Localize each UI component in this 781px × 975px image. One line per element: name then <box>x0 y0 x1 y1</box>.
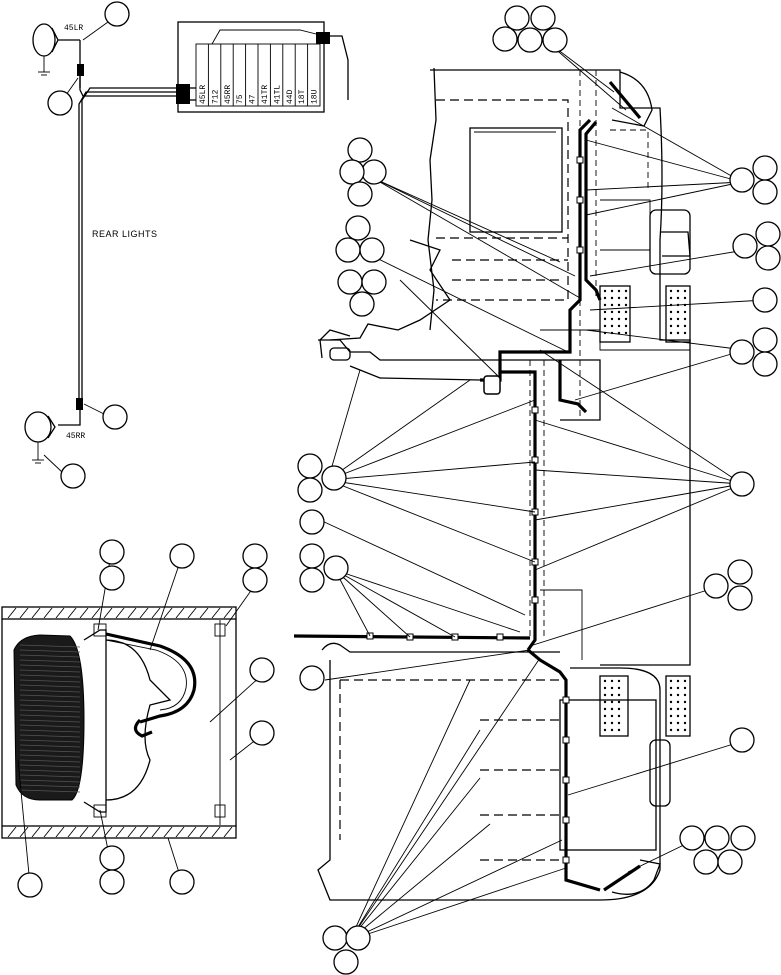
callout-bubble <box>730 825 756 851</box>
callout-bubble <box>729 167 755 193</box>
connector-pin-label: 41TL <box>273 85 282 104</box>
wire-label-45lr: 45LR <box>64 24 83 33</box>
callout-bubble <box>752 287 778 313</box>
callout-bubble <box>359 237 385 263</box>
callout-bubble <box>530 5 556 31</box>
callout-bubble <box>337 269 363 295</box>
callout-bubble <box>297 477 323 503</box>
callout-bubble <box>752 155 778 181</box>
callout-bubble <box>517 27 543 53</box>
connector-pin-label: 18T <box>298 89 307 104</box>
callout-bubble <box>99 869 125 895</box>
callout-bubble <box>99 845 125 871</box>
rear-lights-schematic: 45LR REAR LIGHTS 45RR 4 <box>24 21 349 473</box>
callout-bubble <box>349 291 375 317</box>
connector-pin-label: 41TR <box>261 85 270 104</box>
connector-pin-label: 47 <box>249 94 258 104</box>
callout-bubble <box>752 179 778 205</box>
callout-bubble <box>717 849 743 875</box>
callout-bubble <box>104 1 130 27</box>
callout-bubble <box>703 573 729 599</box>
vehicle-chassis-view <box>293 67 691 901</box>
callout-bubble <box>322 925 348 951</box>
callout-bubble <box>249 720 275 746</box>
callout-bubble <box>755 245 781 271</box>
callout-bubble <box>679 825 705 851</box>
callout-bubble <box>704 825 730 851</box>
callout-leader-lines <box>17 39 766 941</box>
callout-bubble <box>729 339 755 365</box>
callout-bubble <box>504 5 530 31</box>
callout-bubble <box>361 269 387 295</box>
callout-bubble <box>727 559 753 585</box>
callout-bubble <box>693 849 719 875</box>
connector-pin-label: 75 <box>236 94 245 104</box>
connector-pin-label: 18U <box>311 89 320 104</box>
callout-bubble <box>299 567 325 593</box>
connector-pin-label: 45RR <box>224 85 233 104</box>
lamp-connector-lower <box>76 398 83 410</box>
callout-bubble <box>102 404 128 430</box>
callout-bubble <box>752 327 778 353</box>
callout-bubble <box>345 215 371 241</box>
lamp-connector-upper <box>77 64 84 76</box>
rear-lights-caption: REAR LIGHTS <box>92 229 158 239</box>
callout-bubble <box>242 543 268 569</box>
callout-bubble <box>297 453 323 479</box>
callout-bubble <box>299 543 325 569</box>
callout-bubble <box>321 465 347 491</box>
callout-bubble <box>242 567 268 593</box>
connector-pin-label: 45LR <box>199 85 208 104</box>
callout-bubble <box>335 237 361 263</box>
callout-bubble <box>60 463 86 489</box>
callout-bubble <box>299 665 325 691</box>
callout-bubble <box>99 565 125 591</box>
callout-bubble <box>333 949 359 975</box>
callout-bubbles <box>17 1 781 975</box>
left-rear-lamp <box>32 23 80 76</box>
callout-bubble <box>542 27 568 53</box>
callout-bubble <box>249 657 275 683</box>
callout-bubble <box>345 925 371 951</box>
callout-bubble <box>752 351 778 377</box>
callout-bubble <box>299 509 325 535</box>
callout-bubble <box>347 181 373 207</box>
connector-pin-label: 44D <box>286 89 295 104</box>
callout-bubble <box>169 869 195 895</box>
callout-bubble <box>755 221 781 247</box>
callout-bubble <box>323 555 349 581</box>
callout-bubble <box>347 137 373 163</box>
callout-bubble <box>99 539 125 565</box>
connector-pin-label: 712 <box>211 89 220 104</box>
callout-bubble <box>47 90 73 116</box>
headlamp-detail-inset <box>1 606 237 839</box>
callout-bubble <box>492 26 518 52</box>
callout-bubble <box>169 543 195 569</box>
callout-bubble <box>729 727 755 753</box>
right-rear-lamp <box>24 411 56 464</box>
callout-bubble <box>339 159 365 185</box>
callout-bubble <box>732 233 758 259</box>
wire-label-45rr: 45RR <box>66 432 85 441</box>
callout-bubble <box>17 872 43 898</box>
callout-bubble <box>727 585 753 611</box>
callout-bubble <box>729 471 755 497</box>
callout-bubble <box>361 159 387 185</box>
